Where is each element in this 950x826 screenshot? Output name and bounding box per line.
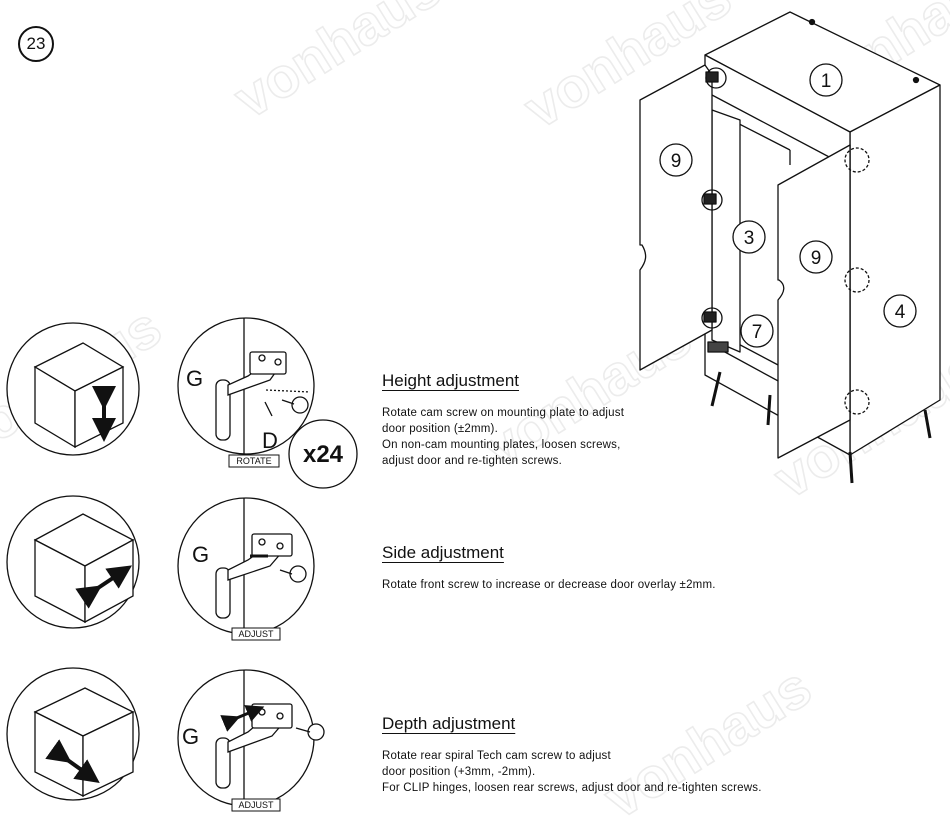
hinge-label-g: G bbox=[186, 366, 203, 391]
rotate-tag-box bbox=[228, 454, 280, 468]
step-number-badge: 23 bbox=[18, 26, 54, 62]
height-adjustment-section: Height adjustment Rotate cam screw on mo… bbox=[382, 371, 624, 469]
height-adjustment-text: Rotate cam screw on mounting plate to ad… bbox=[382, 405, 624, 469]
text-line: On non-cam mounting plates, loosen screw… bbox=[382, 439, 621, 451]
hinge-label-g: G bbox=[182, 724, 199, 749]
screw-label-d: D bbox=[262, 428, 278, 453]
part-number-9-left: 9 bbox=[671, 151, 682, 172]
text-line: adjust door and re-tighten screws. bbox=[382, 455, 563, 467]
side-hinge-illustration bbox=[177, 497, 315, 635]
part-number-1: 1 bbox=[821, 71, 832, 92]
side-adjustment-title: Side adjustment bbox=[382, 543, 504, 562]
height-adjustment-title: Height adjustment bbox=[382, 371, 520, 390]
adjust-tag-box bbox=[231, 627, 281, 641]
part-number-3: 3 bbox=[744, 228, 755, 249]
watermark-text: vonhaus bbox=[223, 0, 452, 130]
text-line: Rotate rear spiral Tech cam screw to adj… bbox=[382, 750, 611, 762]
quantity-badge: x24 bbox=[288, 419, 358, 489]
adjust-tag-depth: ADJUST bbox=[238, 800, 274, 810]
height-cube-illustration bbox=[6, 322, 140, 456]
side-adjustment-text: Rotate front screw to increase or decrea… bbox=[382, 577, 716, 593]
side-adjustment-section: Side adjustment Rotate front screw to in… bbox=[382, 543, 716, 593]
text-line: For CLIP hinges, loosen rear screws, adj… bbox=[382, 782, 762, 794]
depth-adjustment-text: Rotate rear spiral Tech cam screw to adj… bbox=[382, 748, 762, 796]
rotate-tag: ROTATE bbox=[236, 456, 271, 466]
adjust-tag-box bbox=[231, 798, 281, 812]
depth-cube-illustration bbox=[6, 667, 140, 801]
hinge-label-g: G bbox=[192, 542, 209, 567]
part-numbers: 1 9 3 9 4 7 bbox=[671, 71, 906, 343]
depth-adjustment-section: Depth adjustment Rotate rear spiral Tech… bbox=[382, 714, 762, 796]
part-number-4: 4 bbox=[895, 302, 906, 323]
part-number-9-right: 9 bbox=[811, 248, 822, 269]
text-line: door position (+3mm, -2mm). bbox=[382, 766, 536, 778]
wardrobe-diagram bbox=[639, 11, 941, 484]
side-cube-illustration bbox=[6, 495, 140, 629]
text-line: Rotate front screw to increase or decrea… bbox=[382, 579, 716, 591]
text-line: door position (±2mm). bbox=[382, 423, 498, 435]
depth-hinge-illustration bbox=[177, 669, 325, 807]
adjust-tag-side: ADJUST bbox=[238, 629, 274, 639]
part-number-7: 7 bbox=[752, 322, 763, 343]
text-line: Rotate cam screw on mounting plate to ad… bbox=[382, 407, 625, 419]
depth-adjustment-title: Depth adjustment bbox=[382, 714, 516, 733]
height-hinge-illustration bbox=[177, 317, 315, 455]
quantity-text: x24 bbox=[303, 441, 344, 468]
